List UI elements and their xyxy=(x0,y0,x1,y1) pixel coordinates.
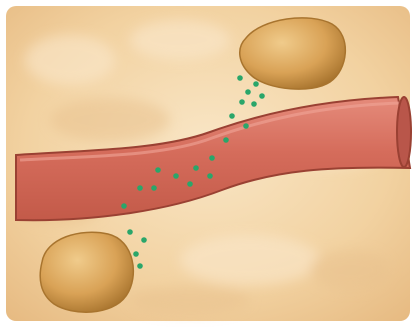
particle xyxy=(173,173,179,179)
particle xyxy=(141,237,147,243)
particle xyxy=(245,89,251,95)
particle xyxy=(223,137,229,143)
particle xyxy=(137,185,143,191)
particle xyxy=(239,99,245,105)
particle xyxy=(253,81,259,87)
particle xyxy=(193,165,199,171)
particle xyxy=(121,203,127,209)
particle xyxy=(155,167,161,173)
particle xyxy=(243,123,249,129)
particle xyxy=(187,181,193,187)
particle xyxy=(209,155,215,161)
particle xyxy=(133,251,139,257)
cell-bottom-left xyxy=(40,232,133,312)
particle xyxy=(207,173,213,179)
particle xyxy=(151,185,157,191)
particle xyxy=(259,93,265,99)
particle xyxy=(237,75,243,81)
particle xyxy=(229,113,235,119)
particle xyxy=(137,263,143,269)
particle xyxy=(251,101,257,107)
particle xyxy=(127,229,133,235)
